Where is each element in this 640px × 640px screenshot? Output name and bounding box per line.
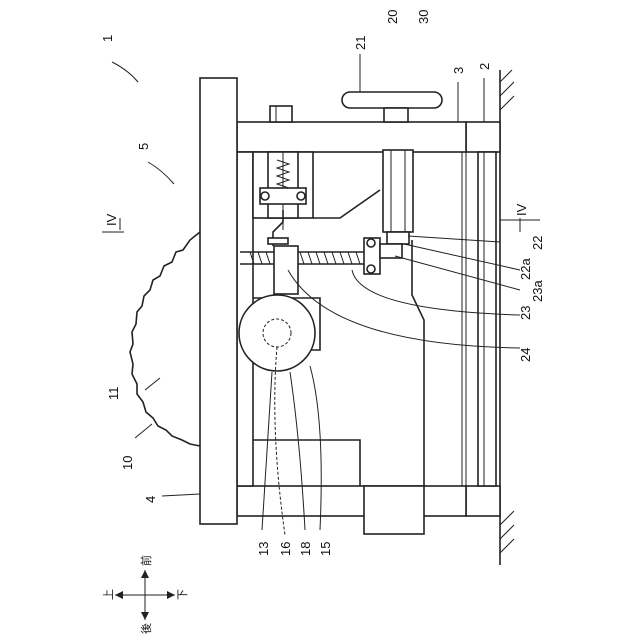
label-1: 1 bbox=[100, 35, 115, 42]
label-16: 16 bbox=[278, 542, 293, 556]
direction-up: 上 bbox=[102, 589, 115, 600]
label-22a: 22a bbox=[518, 258, 533, 280]
floor-ground bbox=[500, 70, 514, 565]
label-15: 15 bbox=[318, 542, 333, 556]
label-13: 13 bbox=[256, 542, 271, 556]
label-23: 23 bbox=[518, 306, 533, 320]
direction-back: 後 bbox=[139, 623, 153, 634]
section-mark-left: IV bbox=[104, 213, 119, 226]
base-legs bbox=[466, 122, 500, 516]
direction-down: 下 bbox=[176, 589, 189, 600]
label-11: 11 bbox=[106, 387, 121, 401]
handwheel-handle bbox=[342, 92, 442, 122]
saw-blade bbox=[130, 232, 200, 446]
label-21: 21 bbox=[353, 36, 368, 50]
label-10: 10 bbox=[120, 456, 135, 470]
lead-screw bbox=[240, 252, 364, 264]
label-30: 30 bbox=[416, 10, 431, 24]
direction-front: 前 bbox=[139, 555, 153, 566]
label-24: 24 bbox=[518, 348, 533, 362]
label-5: 5 bbox=[136, 143, 151, 150]
section-mark-right: IV bbox=[514, 203, 529, 216]
cylinder bbox=[383, 150, 413, 244]
table-top bbox=[200, 78, 237, 524]
slider-block bbox=[274, 246, 298, 294]
label-3: 3 bbox=[451, 67, 466, 74]
direction-compass: 上 下 前 後 bbox=[102, 555, 189, 634]
label-2: 2 bbox=[477, 63, 492, 70]
label-20: 20 bbox=[385, 10, 400, 24]
label-18: 18 bbox=[298, 542, 313, 556]
label-22: 22 bbox=[530, 236, 545, 250]
label-4: 4 bbox=[143, 496, 158, 503]
label-23a: 23a bbox=[530, 280, 545, 302]
